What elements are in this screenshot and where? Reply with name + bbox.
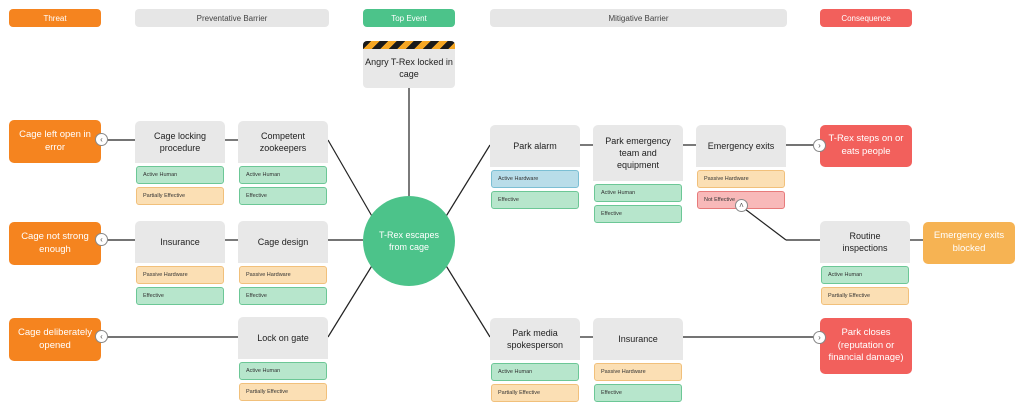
barrier-competent-zookeepers[interactable]: Competent zookeepers Active Human Effect… bbox=[238, 121, 328, 205]
barrier-title: Cage design bbox=[238, 221, 328, 263]
consequence-label: Park closes (reputation or financial dam… bbox=[828, 326, 904, 364]
barrier-park-media-spokesperson[interactable]: Park media spokesperson Active Human Par… bbox=[490, 318, 580, 402]
barrier-effectiveness-tag: Partially Effective bbox=[239, 383, 327, 401]
top-event-hazard[interactable]: Angry T-Rex locked in cage bbox=[363, 41, 455, 88]
threat-label: Cage left open in error bbox=[19, 128, 91, 153]
collapse-left-icon[interactable]: ‹ bbox=[95, 133, 108, 146]
barrier-effectiveness-tag: Effective bbox=[136, 287, 224, 305]
barrier-effectiveness-tag: Effective bbox=[594, 384, 682, 402]
barrier-type-tag: Active Human bbox=[594, 184, 682, 202]
barrier-title: Emergency exits bbox=[696, 125, 786, 167]
barrier-effectiveness-tag: Effective bbox=[594, 205, 682, 223]
barrier-type-tag: Active Human bbox=[239, 362, 327, 380]
barrier-title: Insurance bbox=[135, 221, 225, 263]
header-top-event: Top Event bbox=[363, 9, 455, 27]
barrier-title: Park emergency team and equipment bbox=[593, 125, 683, 181]
barrier-title: Park media spokesperson bbox=[490, 318, 580, 360]
barrier-emergency-exits[interactable]: Emergency exits Passive Hardware Not Eff… bbox=[696, 125, 786, 209]
threat-label: Cage deliberately opened bbox=[18, 326, 92, 351]
barrier-type-tag: Active Human bbox=[821, 266, 909, 284]
barrier-effectiveness-tag: Effective bbox=[239, 187, 327, 205]
barrier-title: Lock on gate bbox=[238, 317, 328, 359]
barrier-type-tag: Passive Hardware bbox=[239, 266, 327, 284]
barrier-effectiveness-tag: Partially Effective bbox=[821, 287, 909, 305]
barrier-routine-inspections[interactable]: Routine inspections Active Human Partial… bbox=[820, 221, 910, 305]
barrier-insurance-mitigate[interactable]: Insurance Passive Hardware Effective bbox=[593, 318, 683, 402]
barrier-lock-on-gate[interactable]: Lock on gate Active Human Partially Effe… bbox=[238, 317, 328, 401]
barrier-effectiveness-tag: Partially Effective bbox=[491, 384, 579, 402]
barrier-type-tag: Active Human bbox=[239, 166, 327, 184]
header-mitigative-barrier: Mitigative Barrier bbox=[490, 9, 787, 27]
barrier-type-tag: Active Human bbox=[491, 363, 579, 381]
barrier-cage-design[interactable]: Cage design Passive Hardware Effective bbox=[238, 221, 328, 305]
barrier-effectiveness-tag: Partially Effective bbox=[136, 187, 224, 205]
barrier-type-tag: Active Hardware bbox=[491, 170, 579, 188]
barrier-park-emergency-team[interactable]: Park emergency team and equipment Active… bbox=[593, 125, 683, 223]
barrier-title: Competent zookeepers bbox=[238, 121, 328, 163]
consequence-node-1[interactable]: T-Rex steps on or eats people bbox=[820, 125, 912, 167]
barrier-park-alarm[interactable]: Park alarm Active Hardware Effective bbox=[490, 125, 580, 209]
barrier-type-tag: Passive Hardware bbox=[697, 170, 785, 188]
barrier-type-tag: Active Human bbox=[136, 166, 224, 184]
barrier-title: Cage locking procedure bbox=[135, 121, 225, 163]
top-event-label: Angry T-Rex locked in cage bbox=[365, 57, 453, 80]
barrier-effectiveness-tag: Effective bbox=[491, 191, 579, 209]
expand-right-icon[interactable]: › bbox=[813, 139, 826, 152]
barrier-title: Insurance bbox=[593, 318, 683, 360]
barrier-type-tag: Passive Hardware bbox=[594, 363, 682, 381]
threat-node-1[interactable]: Cage left open in error bbox=[9, 120, 101, 163]
collapse-left-icon[interactable]: ‹ bbox=[95, 233, 108, 246]
expand-right-icon[interactable]: › bbox=[813, 331, 826, 344]
threat-label: Cage not strong enough bbox=[21, 230, 89, 255]
consequence-label: T-Rex steps on or eats people bbox=[828, 133, 904, 157]
threat-node-3[interactable]: Cage deliberately opened bbox=[9, 318, 101, 361]
barrier-cage-locking-procedure[interactable]: Cage locking procedure Active Human Part… bbox=[135, 121, 225, 205]
central-event-label: T-Rex escapes from cage bbox=[378, 229, 440, 252]
header-consequence: Consequence bbox=[820, 9, 912, 27]
escalation-consequence-node[interactable]: Emergency exits blocked bbox=[923, 222, 1015, 264]
expand-up-icon[interactable]: ˄ bbox=[735, 199, 748, 212]
consequence-label: Emergency exits blocked bbox=[933, 230, 1005, 254]
header-threat: Threat bbox=[9, 9, 101, 27]
consequence-node-3[interactable]: Park closes (reputation or financial dam… bbox=[820, 318, 912, 374]
barrier-type-tag: Passive Hardware bbox=[136, 266, 224, 284]
barrier-effectiveness-tag: Effective bbox=[239, 287, 327, 305]
collapse-left-icon[interactable]: ‹ bbox=[95, 330, 108, 343]
barrier-insurance-prevent[interactable]: Insurance Passive Hardware Effective bbox=[135, 221, 225, 305]
header-preventative-barrier: Preventative Barrier bbox=[135, 9, 329, 27]
barrier-title: Park alarm bbox=[490, 125, 580, 167]
hazard-stripes bbox=[363, 41, 455, 49]
threat-node-2[interactable]: Cage not strong enough bbox=[9, 222, 101, 265]
central-event[interactable]: T-Rex escapes from cage bbox=[363, 196, 455, 286]
barrier-title: Routine inspections bbox=[820, 221, 910, 263]
